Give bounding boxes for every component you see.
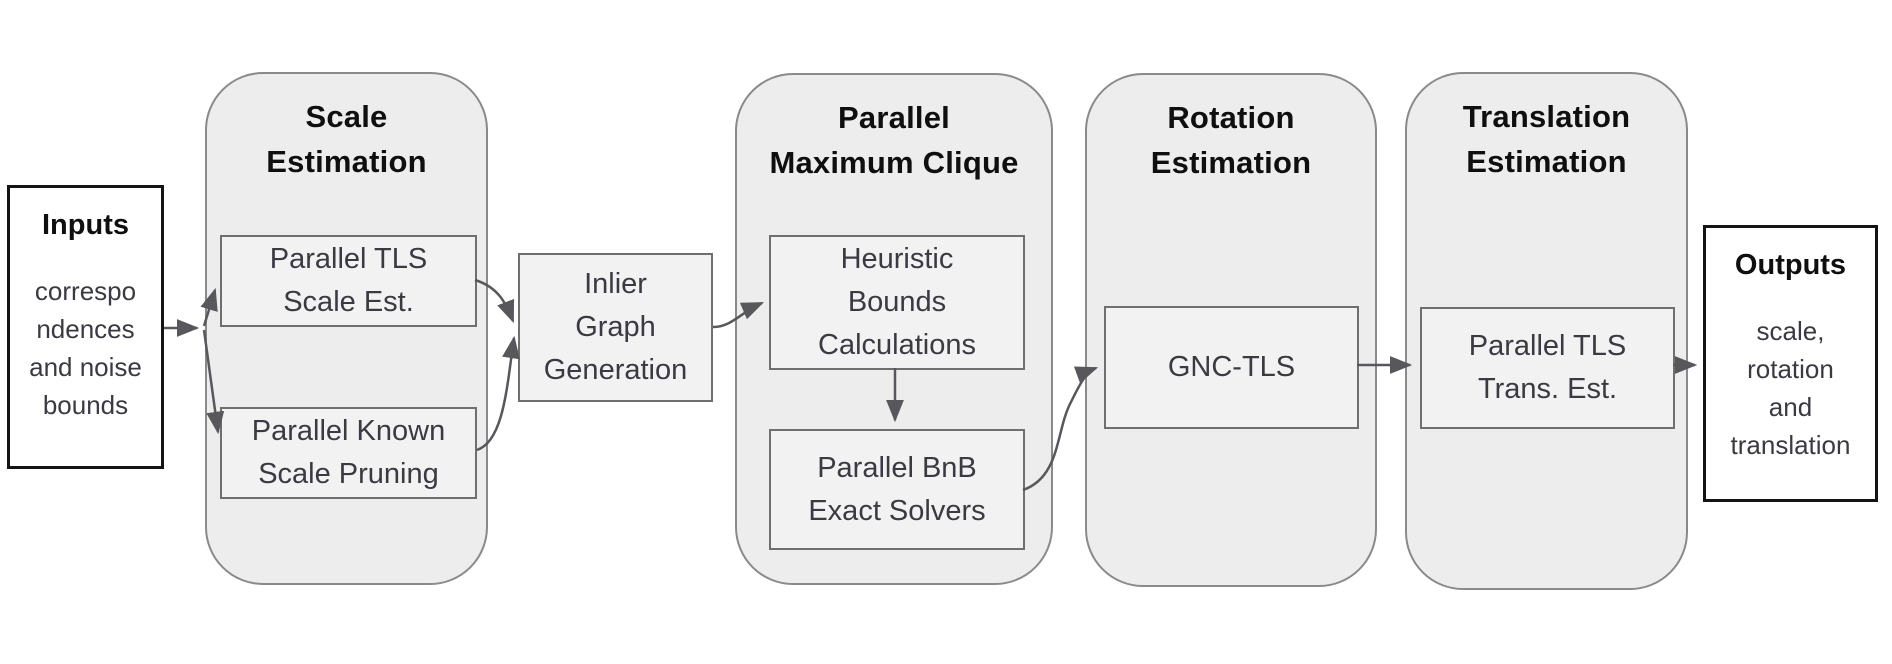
node-parallel-bnb-exact-solvers: Parallel BnB Exact Solvers: [769, 429, 1025, 550]
node-parallel-tls-trans-est: Parallel TLS Trans. Est.: [1420, 307, 1675, 429]
stage-parallel-maximum-clique-title: Parallel Maximum Clique: [769, 100, 1019, 180]
outputs-body: scale, rotation and translation: [1730, 316, 1851, 460]
stage-translation-estimation-title: Translation Estimation: [1462, 99, 1631, 179]
stage-scale-estimation-title: Scale Estimation: [266, 99, 427, 179]
node-parallel-known-scale-pruning: Parallel Known Scale Pruning: [220, 407, 477, 499]
inputs-title: Inputs: [42, 209, 129, 241]
node-inlier-graph-generation: Inlier Graph Generation: [518, 253, 713, 402]
node-heuristic-bounds-calculations: Heuristic Bounds Calculations: [769, 235, 1025, 370]
stage-scale-estimation: Scale Estimation Parallel TLS Scale Est.…: [205, 72, 488, 585]
outputs-box: Outputs scale, rotation and translation: [1703, 225, 1878, 502]
outputs-title: Outputs: [1734, 249, 1847, 281]
node-parallel-tls-scale-est: Parallel TLS Scale Est.: [220, 235, 477, 327]
stage-parallel-maximum-clique: Parallel Maximum Clique Heuristic Bounds…: [735, 73, 1053, 585]
inputs-body: correspo ndences and noise bounds: [29, 276, 142, 420]
inputs-box: Inputs correspo ndences and noise bounds: [7, 185, 164, 469]
stage-rotation-estimation: Rotation Estimation GNC-TLS: [1085, 73, 1377, 587]
stage-rotation-estimation-title: Rotation Estimation: [1150, 100, 1312, 180]
node-gnc-tls: GNC-TLS: [1104, 306, 1359, 429]
stage-translation-estimation: Translation Estimation Parallel TLS Tran…: [1405, 72, 1688, 590]
